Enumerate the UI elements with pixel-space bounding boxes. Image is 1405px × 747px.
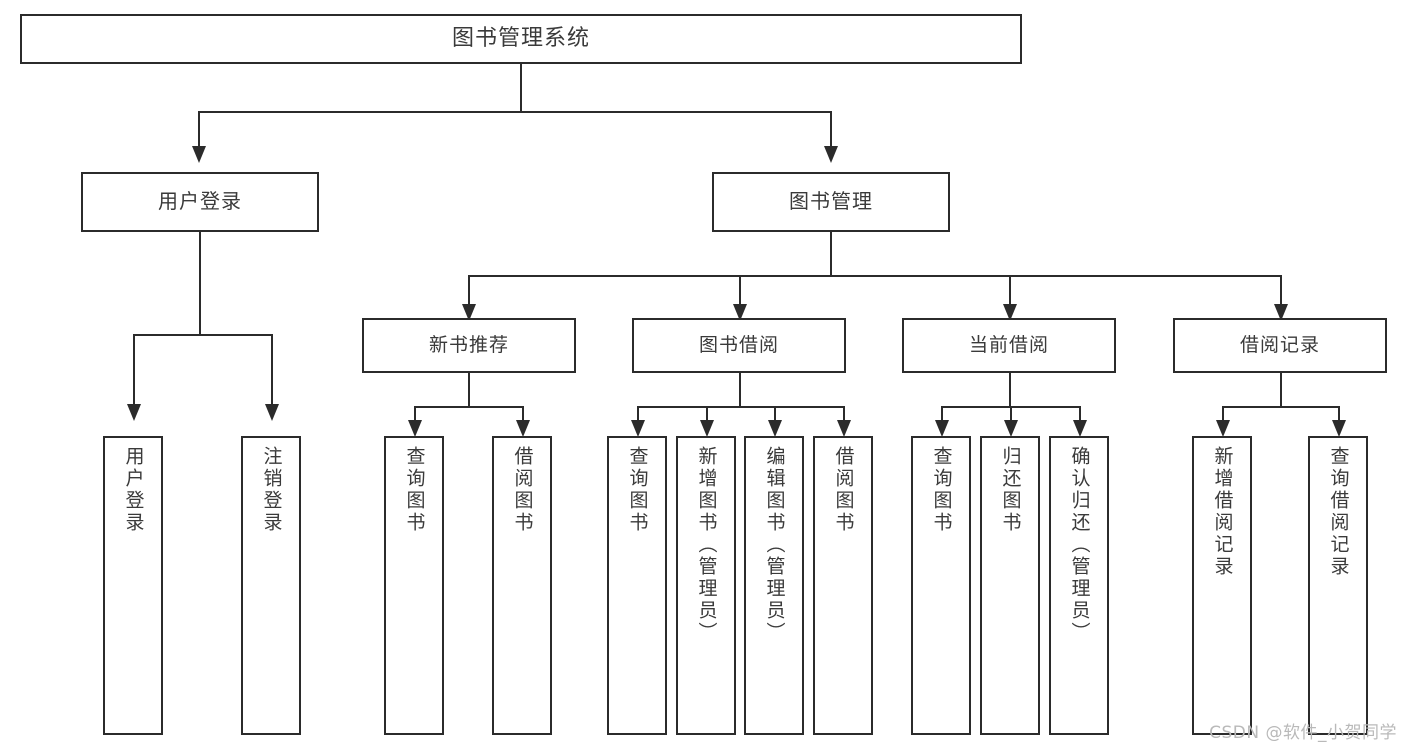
node-leaf-borrow-book-1-label: 借阅图书 xyxy=(511,446,534,534)
node-leaf-borrow-book-1[interactable]: 借阅图书 xyxy=(492,436,552,735)
node-leaf-add-record-label: 新增借阅记录 xyxy=(1211,446,1234,578)
arrow-user-login-leaf-2 xyxy=(265,404,279,421)
connector-bb-stem xyxy=(739,373,741,407)
node-leaf-query-book-1[interactable]: 查询图书 xyxy=(384,436,444,735)
node-leaf-query-book-3-label: 查询图书 xyxy=(930,446,953,534)
node-leaf-query-book-1-label: 查询图书 xyxy=(403,446,426,534)
connector-user-login-drop-1 xyxy=(133,334,135,406)
connector-cb-drop-3 xyxy=(1079,406,1081,424)
node-leaf-add-book[interactable]: 新增图书（管理员） xyxy=(676,436,736,735)
connector-bb-drop-3 xyxy=(774,406,776,424)
node-leaf-user-logout-label: 注销登录 xyxy=(260,446,283,534)
connector-bb-drop-1 xyxy=(637,406,639,424)
node-leaf-query-book-2[interactable]: 查询图书 xyxy=(607,436,667,735)
watermark-text: CSDN @软件_小贺同学 xyxy=(1209,723,1397,743)
node-leaf-borrow-book-2[interactable]: 借阅图书 xyxy=(813,436,873,735)
connector-book-manage-bus xyxy=(468,275,1280,277)
connector-bm-drop-2 xyxy=(739,275,741,307)
arrow-bb-leaf-4 xyxy=(837,420,851,437)
connector-br-drop-1 xyxy=(1222,406,1224,424)
connector-cb-drop-1 xyxy=(941,406,943,424)
node-current-borrow-label: 当前借阅 xyxy=(968,334,1049,357)
connector-bb-drop-4 xyxy=(843,406,845,424)
connector-cb-stem xyxy=(1009,373,1011,407)
connector-root-stem xyxy=(520,64,522,112)
arrow-nbr-leaf-2 xyxy=(516,420,530,437)
node-leaf-return-book[interactable]: 归还图书 xyxy=(980,436,1040,735)
connector-bb-bus xyxy=(637,406,845,408)
node-leaf-confirm-return-label: 确认归还（管理员） xyxy=(1068,446,1091,644)
connector-nbr-bus xyxy=(414,406,524,408)
connector-user-login-bus xyxy=(133,334,273,336)
node-leaf-query-book-2-label: 查询图书 xyxy=(626,446,649,534)
node-borrow-record-label: 借阅记录 xyxy=(1239,334,1320,357)
node-leaf-query-record[interactable]: 查询借阅记录 xyxy=(1308,436,1368,735)
node-book-borrow[interactable]: 图书借阅 xyxy=(632,318,846,373)
node-leaf-add-record[interactable]: 新增借阅记录 xyxy=(1192,436,1252,735)
node-book-manage[interactable]: 图书管理 xyxy=(712,172,950,232)
node-leaf-edit-book-label: 编辑图书（管理员） xyxy=(763,446,786,644)
arrow-br-leaf-1 xyxy=(1216,420,1230,437)
node-root-label: 图书管理系统 xyxy=(451,26,590,52)
arrow-bb-leaf-2 xyxy=(700,420,714,437)
node-leaf-user-logout[interactable]: 注销登录 xyxy=(241,436,301,735)
node-new-book-rec-label: 新书推荐 xyxy=(428,334,509,357)
arrow-root-to-book-manage xyxy=(824,146,838,163)
connector-user-login-stem xyxy=(199,232,201,335)
connector-user-login-drop-2 xyxy=(271,334,273,406)
node-root[interactable]: 图书管理系统 xyxy=(20,14,1022,64)
node-borrow-record[interactable]: 借阅记录 xyxy=(1173,318,1387,373)
arrow-bm-to-book-borrow xyxy=(733,304,747,321)
node-leaf-confirm-return[interactable]: 确认归还（管理员） xyxy=(1049,436,1109,735)
arrow-cb-leaf-1 xyxy=(935,420,949,437)
connector-book-manage-stem xyxy=(830,232,832,276)
connector-bm-drop-3 xyxy=(1009,275,1011,307)
connector-root-bus xyxy=(198,111,832,113)
node-leaf-add-book-label: 新增图书（管理员） xyxy=(695,446,718,644)
connector-bm-drop-4 xyxy=(1280,275,1282,307)
connector-bm-drop-1 xyxy=(468,275,470,307)
connector-nbr-stem xyxy=(468,373,470,407)
arrow-bm-to-new-book-rec xyxy=(462,304,476,321)
connector-nbr-drop-2 xyxy=(522,406,524,424)
connector-bb-drop-2 xyxy=(706,406,708,424)
arrow-user-login-leaf-1 xyxy=(127,404,141,421)
arrow-bm-to-current-borrow xyxy=(1003,304,1017,321)
connector-root-to-book-manage xyxy=(830,111,832,149)
arrow-cb-leaf-2 xyxy=(1004,420,1018,437)
node-book-borrow-label: 图书借阅 xyxy=(698,334,779,357)
node-leaf-borrow-book-2-label: 借阅图书 xyxy=(832,446,855,534)
arrow-nbr-leaf-1 xyxy=(408,420,422,437)
node-leaf-edit-book[interactable]: 编辑图书（管理员） xyxy=(744,436,804,735)
node-current-borrow[interactable]: 当前借阅 xyxy=(902,318,1116,373)
node-leaf-query-record-label: 查询借阅记录 xyxy=(1327,446,1350,578)
node-user-login-label: 用户登录 xyxy=(158,189,242,214)
node-leaf-user-login-label: 用户登录 xyxy=(122,446,145,534)
arrow-bm-to-borrow-record xyxy=(1274,304,1288,321)
connector-cb-drop-2 xyxy=(1010,406,1012,424)
node-leaf-user-login[interactable]: 用户登录 xyxy=(103,436,163,735)
arrow-cb-leaf-3 xyxy=(1073,420,1087,437)
arrow-br-leaf-2 xyxy=(1332,420,1346,437)
node-leaf-query-book-3[interactable]: 查询图书 xyxy=(911,436,971,735)
connector-br-bus xyxy=(1222,406,1340,408)
connector-br-drop-2 xyxy=(1338,406,1340,424)
arrow-bb-leaf-3 xyxy=(768,420,782,437)
connector-br-stem xyxy=(1280,373,1282,407)
node-book-manage-label: 图书管理 xyxy=(789,189,873,214)
connector-root-to-user-login xyxy=(198,111,200,149)
node-leaf-return-book-label: 归还图书 xyxy=(999,446,1022,534)
node-user-login[interactable]: 用户登录 xyxy=(81,172,319,232)
node-new-book-rec[interactable]: 新书推荐 xyxy=(362,318,576,373)
arrow-bb-leaf-1 xyxy=(631,420,645,437)
connector-nbr-drop-1 xyxy=(414,406,416,424)
arrow-root-to-user-login xyxy=(192,146,206,163)
